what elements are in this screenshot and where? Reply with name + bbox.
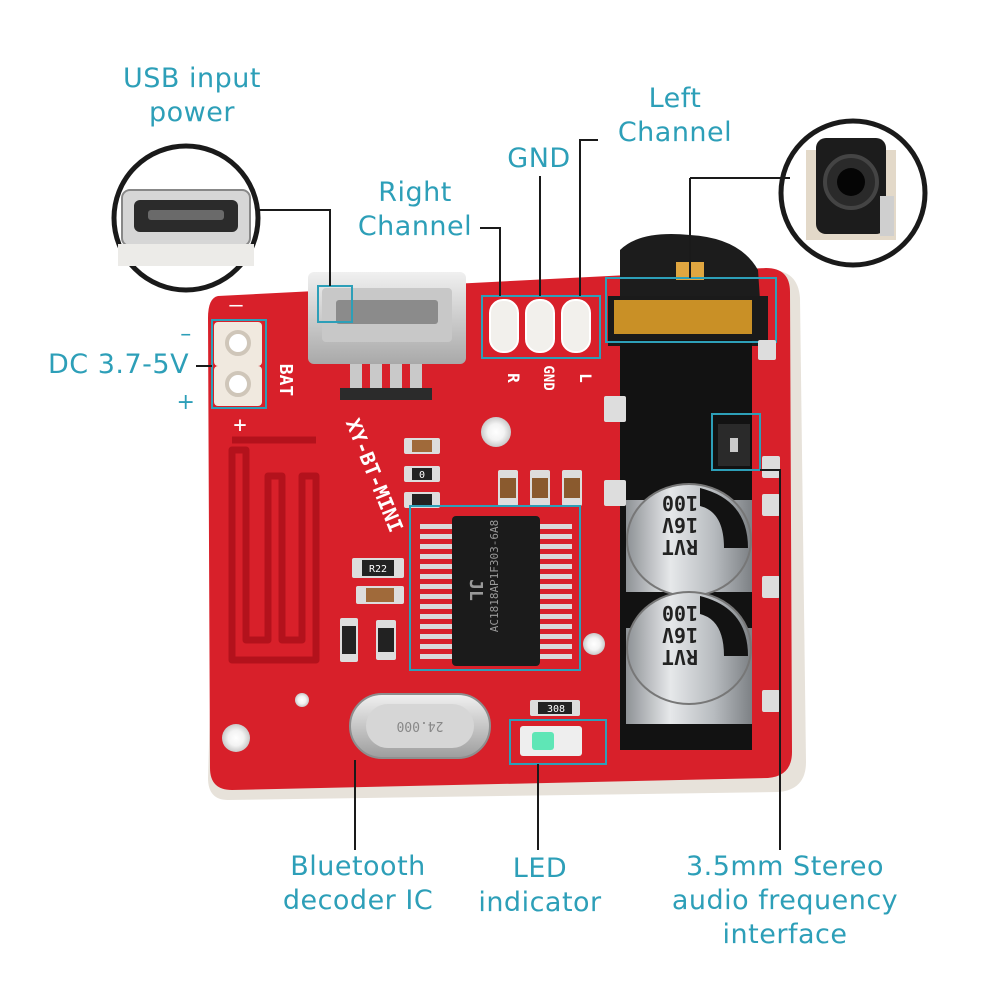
label-dc-voltage: DC 3.7-5V: [48, 348, 210, 382]
ic-pin-left: [420, 564, 454, 569]
label-gnd: GND: [494, 142, 584, 176]
silk-crystal: 24.000: [397, 718, 444, 733]
silk-res-308: 308: [547, 704, 565, 715]
ic-pin-left: [420, 534, 454, 539]
label-led-indicator: LED indicator: [462, 852, 618, 920]
ic-pin-left: [420, 644, 454, 649]
mount-hole-bottom-left: [222, 724, 250, 752]
silk-res-r22: R22: [369, 564, 387, 575]
silk-res-0: 0: [419, 470, 425, 481]
silk-bat-plus: +: [233, 413, 246, 438]
cap1-line1: RVT: [662, 535, 698, 559]
cap2-line1: RVT: [662, 645, 698, 669]
ic-pin-left: [420, 654, 454, 659]
label-audio-interface: 3.5mm Stereo audio frequency interface: [640, 850, 930, 952]
label-dc-voltage-text: DC 3.7-5V: [48, 349, 190, 380]
silk-bat: BAT: [275, 364, 296, 397]
ic-pin-right: [538, 554, 572, 559]
ic-pin-right: [538, 564, 572, 569]
ic-pin-left: [420, 594, 454, 599]
led: [509, 700, 607, 765]
jack-zoom-inset: [778, 118, 928, 268]
ic-pin-right: [538, 574, 572, 579]
label-audio-line2: audio frequency: [671, 885, 899, 916]
ic-pin-right: [538, 634, 572, 639]
label-right-line1: Right: [378, 177, 452, 208]
ic-pin-left: [420, 584, 454, 589]
usb-highlight: [317, 285, 353, 323]
mount-hole-bottom: [583, 633, 605, 655]
label-usb-line2: power: [149, 97, 235, 128]
ic-pin-right: [538, 524, 572, 529]
mount-hole-top: [481, 417, 511, 447]
mount-hole-left: [295, 693, 309, 707]
ic-pin-right: [538, 584, 572, 589]
label-dc-minus-text: –: [180, 322, 192, 347]
cap1-line3: 100: [662, 491, 698, 515]
audio-pads: [481, 295, 601, 359]
ic-pin-right: [538, 624, 572, 629]
label-dc-plus-text: +: [176, 390, 196, 415]
label-bluetooth-ic: Bluetooth decoder IC: [270, 850, 446, 918]
capacitor-1: [626, 483, 752, 597]
ic-pin-right: [538, 644, 572, 649]
ic-pin-right: [538, 654, 572, 659]
ic-pin-left: [420, 554, 454, 559]
label-gnd-text: GND: [507, 143, 571, 174]
dc-pads: [211, 319, 267, 409]
crystal: [349, 693, 491, 759]
antenna-trace: [228, 446, 320, 664]
ic-pin-right: [538, 594, 572, 599]
label-audio-line3: interface: [722, 919, 848, 950]
label-left-line2: Channel: [617, 117, 733, 148]
label-led-line1: LED: [512, 853, 568, 884]
label-dc-minus: –: [176, 318, 196, 352]
ic-pin-right: [538, 614, 572, 619]
label-right-line2: Channel: [357, 211, 473, 242]
label-usb-line1: USB input: [123, 63, 261, 94]
label-bt-line1: Bluetooth: [290, 851, 426, 882]
leader-lines: [196, 139, 790, 850]
label-led-line2: indicator: [478, 887, 602, 918]
label-left-line1: Left: [648, 83, 702, 114]
smd-components: [340, 340, 780, 712]
label-usb-input-power: USB input power: [104, 62, 280, 130]
silk-pin-l: L: [576, 373, 595, 383]
silk-pin-r: R: [504, 373, 523, 383]
usb-zoom-inset: [111, 143, 261, 293]
bluetooth-ic: [409, 505, 581, 671]
ic-pin-left: [420, 544, 454, 549]
ic-pin-right: [538, 544, 572, 549]
ic-pin-right: [538, 534, 572, 539]
chip-logo: JL: [465, 579, 486, 601]
capacitor-2: [626, 591, 752, 724]
ic-pin-left: [420, 574, 454, 579]
label-dc-plus: +: [174, 386, 198, 420]
ic-pin-left: [420, 604, 454, 609]
label-bt-line2: decoder IC: [282, 885, 434, 916]
cap2-line2: 16V: [662, 623, 698, 647]
label-right-channel: Right Channel: [340, 176, 490, 244]
silk-bat-minus: –: [229, 293, 243, 318]
label-audio-line1: 3.5mm Stereo: [685, 851, 885, 882]
cap2-line3: 100: [662, 601, 698, 625]
chip-marking: AC1818AP1F303-6A8: [488, 520, 501, 633]
ic-pin-left: [420, 634, 454, 639]
ic-pin-right: [538, 604, 572, 609]
ic-pin-left: [420, 624, 454, 629]
ic-pin-left: [420, 524, 454, 529]
ic-pin-left: [420, 614, 454, 619]
silk-pin-gnd: GND: [540, 365, 556, 390]
label-left-channel: Left Channel: [600, 82, 750, 150]
cap1-line2: 16V: [662, 513, 698, 537]
usb-connector: [308, 272, 466, 400]
